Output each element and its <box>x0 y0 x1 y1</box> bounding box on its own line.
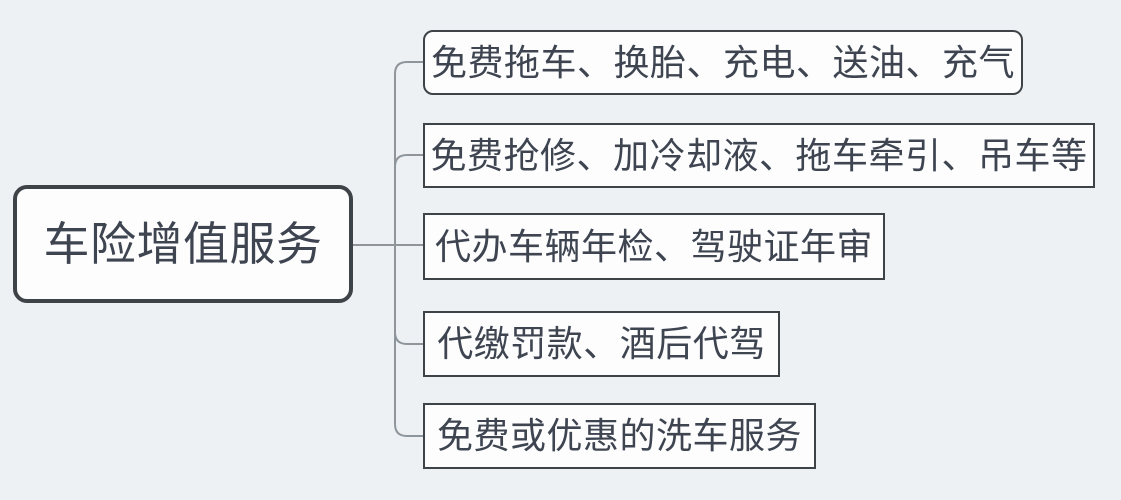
branch-node-inspection[interactable]: 代办车辆年检、驾驶证年审 <box>423 213 885 280</box>
branch-node-carwash[interactable]: 免费或优惠的洗车服务 <box>423 403 816 469</box>
connector-trunk-to-branch-2 <box>394 154 424 246</box>
connector-trunk-to-branch-5 <box>394 244 424 437</box>
branch-node-towing[interactable]: 免费拖车、换胎、充电、送油、充气 <box>423 30 1023 95</box>
connector-trunk-to-branch-1 <box>394 61 424 246</box>
connector-trunk-to-branch-4 <box>394 244 424 345</box>
branch-node-fines[interactable]: 代缴罚款、酒后代驾 <box>423 311 780 377</box>
root-node[interactable]: 车险增值服务 <box>13 185 353 303</box>
branch-node-repair[interactable]: 免费抢修、加冷却液、拖车牵引、吊车等 <box>423 123 1095 188</box>
